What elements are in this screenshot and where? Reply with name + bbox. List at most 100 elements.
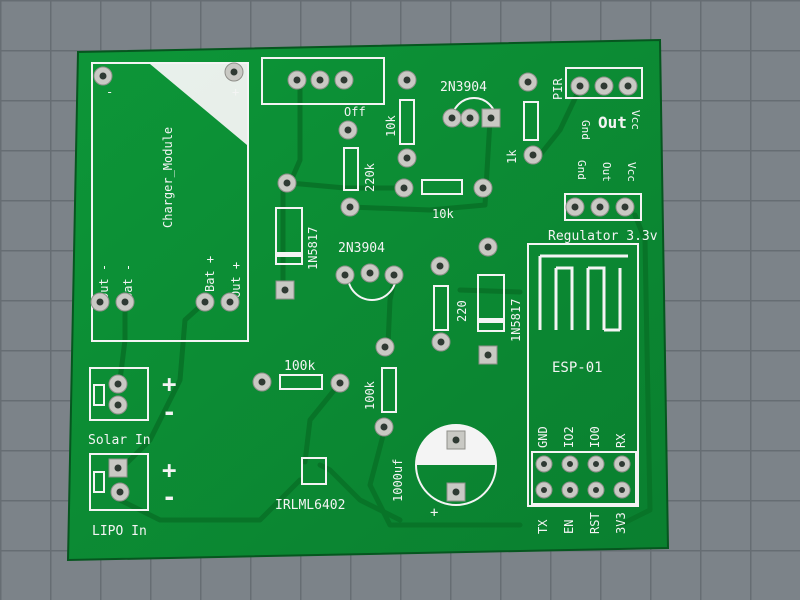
pad-hole	[452, 436, 460, 444]
esp-pin-rst: RST	[588, 512, 602, 534]
pad-hole	[340, 76, 348, 84]
pad-hole	[621, 203, 629, 211]
pad-hole	[484, 243, 492, 251]
regulator-label: Regulator 3.3v	[548, 229, 658, 244]
r220-label: 220	[455, 300, 469, 322]
pad-hole	[114, 380, 122, 388]
r1k-label: 1k	[505, 149, 519, 164]
r100k-b-label: 100k	[363, 380, 377, 410]
resistor-100k-a: 100k	[279, 359, 323, 390]
pad-hole	[99, 72, 107, 80]
pad-hole	[336, 379, 344, 387]
pad-hole	[230, 68, 238, 76]
charger-out-plus: Out +	[229, 262, 243, 298]
lipo-minus-label: -	[162, 483, 176, 511]
solar-plus-label: +	[162, 370, 176, 398]
pad-hole	[596, 203, 604, 211]
d1-label: 1N5817	[306, 227, 320, 270]
pad-hole	[624, 82, 632, 90]
pad-hole	[484, 351, 492, 359]
pad-hole	[541, 461, 547, 467]
pad-hole	[258, 378, 266, 386]
lipo-plus-label: +	[162, 456, 176, 484]
transistor-q2: 2N3904	[338, 241, 397, 301]
pir-label: PIR	[551, 78, 565, 100]
esp01-module: ESP-01 GND IO2 IO0 RX TX EN RST 3V3	[527, 243, 639, 534]
regulator-header: Gnd Out Vcc Regulator 3.3v	[548, 160, 658, 244]
pad-hole	[452, 488, 460, 496]
pad-hole	[121, 298, 129, 306]
r10k-b-label: 10k	[432, 207, 454, 221]
charger-minus-label: -	[106, 85, 113, 99]
pad-hole	[390, 271, 398, 279]
pad-hole	[541, 487, 547, 493]
pad-hole	[448, 114, 456, 122]
esp-pin-tx: TX	[536, 519, 550, 534]
pir-out-label: Out	[598, 113, 627, 132]
esp-pin-gnd: GND	[536, 426, 550, 448]
pad-hole	[600, 82, 608, 90]
pad-hole	[403, 154, 411, 162]
pad-hole	[403, 76, 411, 84]
pad-hole	[380, 423, 388, 431]
pad-hole	[114, 464, 122, 472]
solar-connector: + - Solar In	[88, 367, 176, 448]
charger-bat-plus: Bat +	[203, 256, 217, 292]
diode-d1: 1N5817	[275, 207, 320, 270]
pad-hole	[437, 338, 445, 346]
pad-hole	[524, 78, 532, 86]
pad-hole	[381, 343, 389, 351]
pad-hole	[281, 286, 289, 294]
charger-bat-minus: Bat -	[121, 264, 135, 300]
pad-hole	[619, 461, 625, 467]
pad-hole	[619, 487, 625, 493]
pad-hole	[226, 298, 234, 306]
q2-label: 2N3904	[338, 241, 385, 256]
cap-label: 1000uf	[391, 459, 405, 502]
esp-label: ESP-01	[552, 360, 603, 376]
resistor-10k-a: 10k	[384, 99, 415, 145]
esp-pin-io2: IO2	[562, 426, 576, 448]
pad-hole	[529, 151, 537, 159]
esp-pin-rx: RX	[614, 433, 628, 448]
pad-hole	[116, 488, 124, 496]
pad-hole	[341, 271, 349, 279]
charger-out-minus: Out -	[97, 264, 111, 300]
pad-hole	[567, 461, 573, 467]
pad-hole	[346, 203, 354, 211]
r10k-a-label: 10k	[384, 115, 398, 137]
solar-label: Solar In	[88, 433, 151, 448]
resistor-1k: 1k	[505, 101, 539, 164]
esp-pin-io0: IO0	[588, 426, 602, 448]
r220k-label: 220k	[363, 162, 377, 192]
pad-hole	[344, 126, 352, 134]
reg-out-label: Out	[600, 162, 613, 182]
charger-module: - + Charger_Module Out - Bat - Bat + Out…	[91, 62, 249, 342]
pad-hole	[283, 179, 291, 187]
pir-vcc-label: Vcc	[629, 110, 642, 130]
reg-vcc-label: Vcc	[625, 162, 638, 182]
pad-hole	[201, 298, 209, 306]
pad-hole	[571, 203, 579, 211]
pad-hole	[487, 114, 495, 122]
charger-plus-label: +	[232, 85, 239, 99]
pad-hole	[593, 487, 599, 493]
r100k-a-label: 100k	[284, 359, 315, 374]
pir-header: PIR Out Gnd Vcc	[551, 67, 643, 140]
resistor-100k-b: 100k	[363, 367, 397, 413]
pad-hole	[576, 82, 584, 90]
pad-hole	[479, 184, 487, 192]
esp-pin-3v3: 3V3	[614, 512, 628, 534]
resistor-220: 220	[433, 285, 469, 331]
pad-hole	[366, 269, 374, 277]
pad-hole	[114, 401, 122, 409]
lipo-label: LIPO In	[92, 524, 147, 539]
mosfet-label: IRLML6402	[275, 498, 345, 513]
lipo-connector: + - LIPO In	[89, 453, 176, 539]
resistor-220k: 220k	[343, 147, 377, 192]
charger-title: Charger_Module	[161, 127, 175, 228]
pads	[90, 62, 638, 502]
pad-hole	[316, 76, 324, 84]
